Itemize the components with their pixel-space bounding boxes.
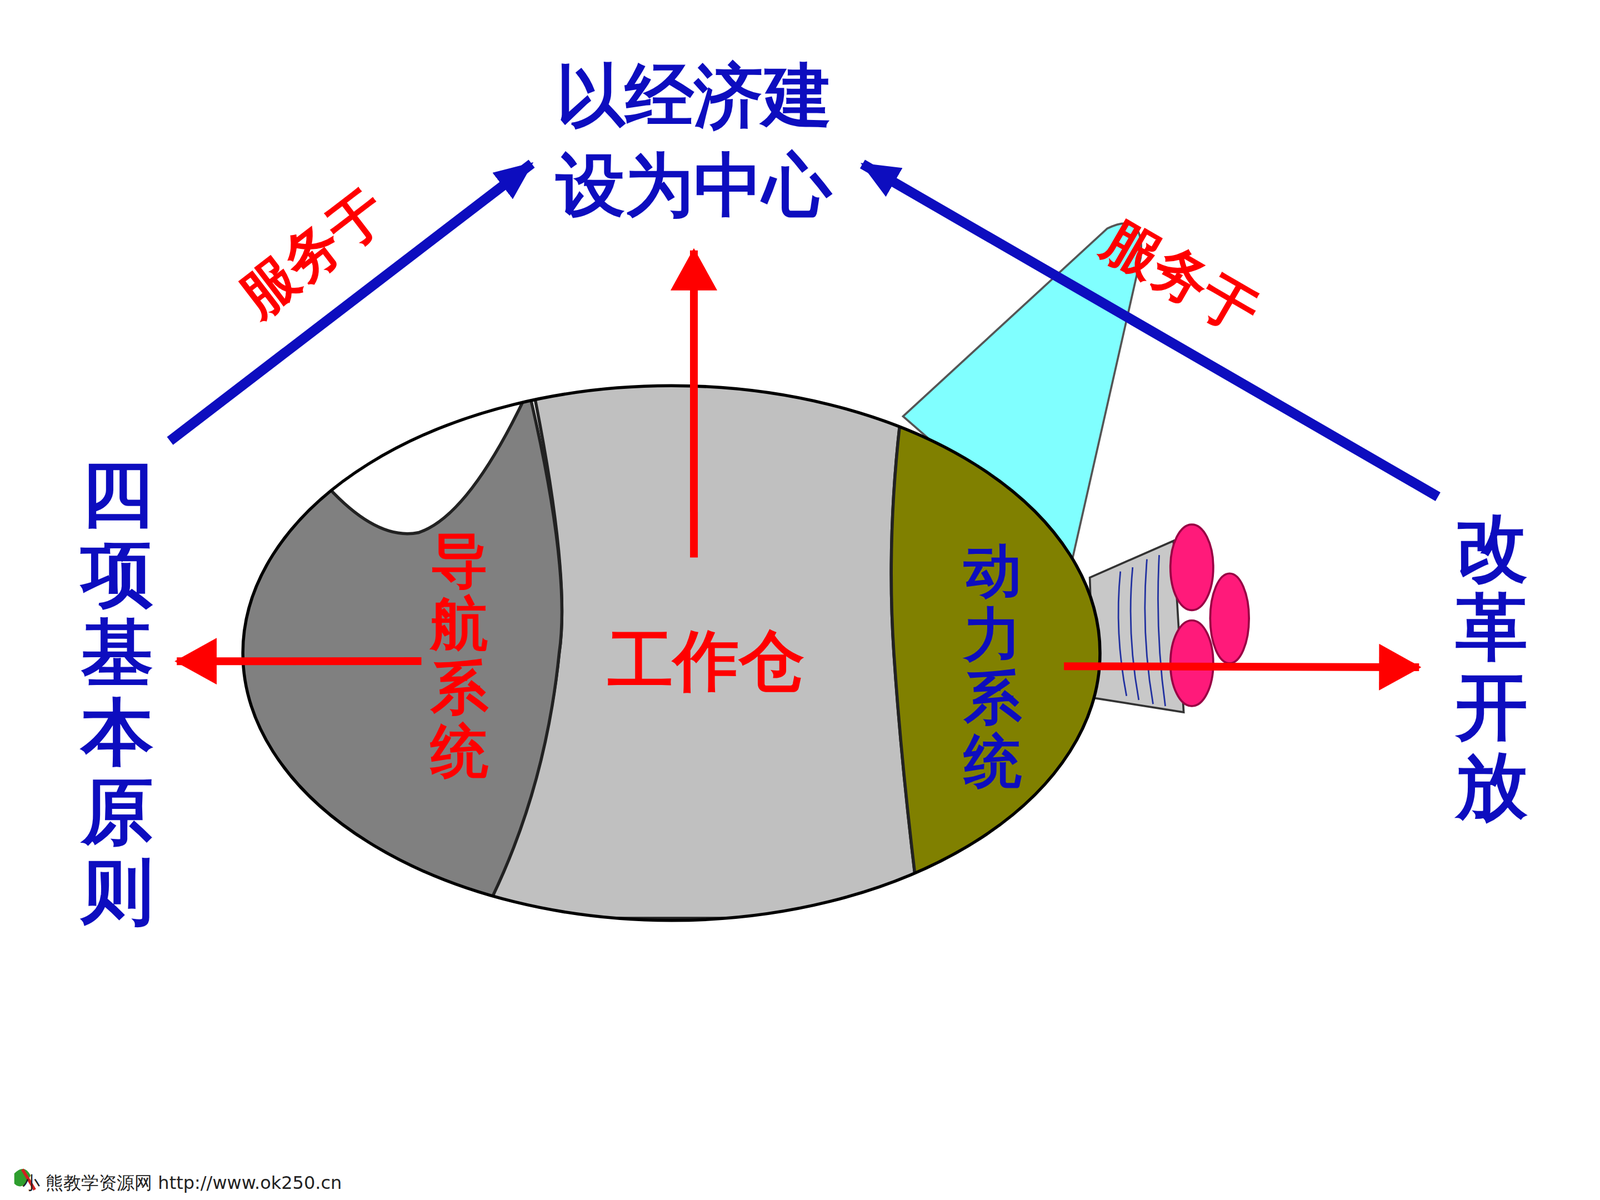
goal-heading: 以经济建设为中心 (549, 47, 839, 234)
arrow-connector (170, 163, 532, 442)
node-text: 以经济建设为中心 (552, 51, 835, 230)
node-text: 导航系统 (430, 528, 489, 784)
node-text: 工作仓 (607, 621, 805, 701)
hull-outline (242, 385, 1100, 920)
node-text: 四项基本原则 (81, 454, 154, 932)
power-region (891, 397, 1123, 919)
arrow-connector (1063, 666, 1419, 668)
work-chamber: 工作仓 (604, 618, 808, 704)
arrow-connector (862, 163, 1438, 497)
navigation-system: 导航系统 (427, 525, 492, 787)
edge-label: 服务于 (1093, 208, 1269, 345)
power-system: 动力系统 (960, 535, 1025, 797)
principle-column: 四项基本原则 (77, 451, 157, 935)
edge-label: 服务于 (228, 177, 398, 328)
navigation-region (203, 390, 562, 899)
nozzle-lines (1118, 555, 1165, 707)
arrow-connector (176, 657, 422, 665)
watermark: 小 熊教学资源网 http://www.ok250.cn (22, 1171, 342, 1196)
reform-column: 改革开放 (1452, 505, 1532, 830)
exhaust-flames (1170, 524, 1249, 707)
node-text: 动力系统 (963, 538, 1022, 794)
arrow-connector (690, 250, 698, 558)
node-text: 改革开放 (1455, 508, 1528, 827)
